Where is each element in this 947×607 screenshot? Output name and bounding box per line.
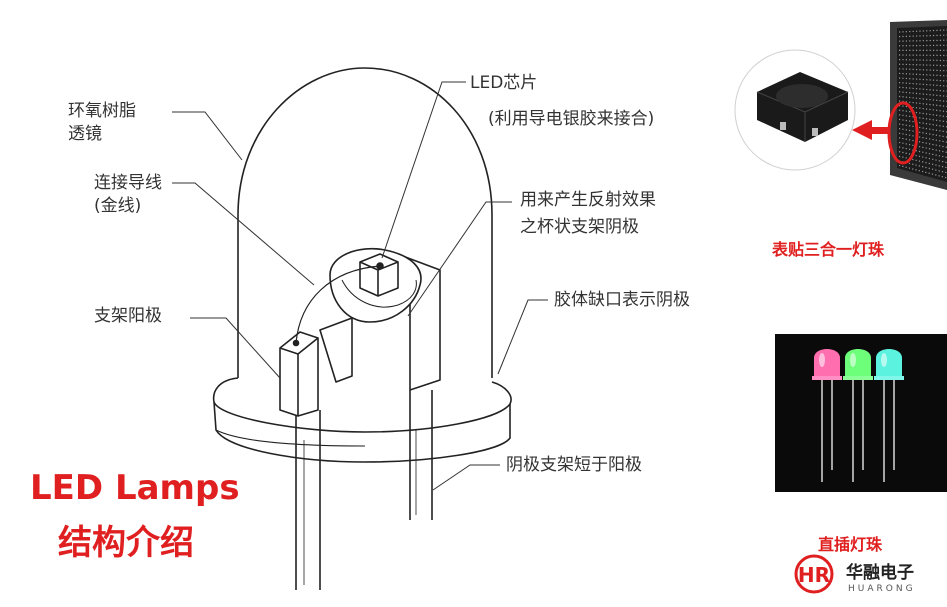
led-chip-line2: (利用导电银胶来接合) — [488, 109, 655, 129]
logo-mark-text: HR — [798, 563, 830, 587]
huarong-logo-mark: HR — [794, 554, 834, 594]
led-lamp-drawing — [212, 67, 512, 590]
leader-short — [432, 464, 500, 491]
title-line1: LED Lamps — [30, 468, 240, 508]
anode-post-label: 支架阳极 — [94, 306, 162, 326]
leader-chip — [381, 81, 466, 259]
bond-wire-label: 连接导线 (金线) — [94, 172, 162, 218]
flange-bottom — [213, 401, 511, 463]
reflector-cup-label: 用来产生反射效果 之杯状支架阴极 — [520, 189, 656, 239]
flat-notch-cathode-label: 胶体缺口表示阴极 — [554, 290, 690, 310]
anode-post-shape — [279, 331, 319, 417]
through-hole-bead-caption: 直插灯珠 — [818, 535, 883, 554]
title-line2: 结构介绍 — [58, 523, 194, 563]
bond-wire-line1: 连接导线 — [94, 173, 162, 193]
epoxy-lens-label: 环氧树脂 透镜 — [68, 100, 136, 146]
cathode-shorter-label: 阴极支架短于阳极 — [506, 455, 642, 475]
led-chip-label: LED芯片 — [470, 72, 537, 95]
reflector-cup-line2: 之杯状支架阴极 — [520, 216, 639, 237]
reflector-cup-line1: 用来产生反射效果 — [520, 190, 656, 210]
led-chip — [359, 253, 399, 297]
leader-cup — [407, 201, 512, 317]
led-matrix-panel — [890, 20, 947, 190]
leader-lines — [172, 81, 548, 491]
logo-name-cn: 华融电子 — [846, 563, 914, 583]
green-led — [845, 349, 871, 378]
smd-bead-photo — [734, 20, 947, 190]
flange-top — [212, 377, 512, 433]
leader-anode — [190, 317, 281, 379]
red-highlight-ring — [887, 101, 919, 165]
smd-bead-caption: 表贴三合一灯珠 — [772, 240, 885, 259]
pink-led — [814, 349, 840, 378]
logo-name-en: HUARONG — [848, 584, 916, 594]
leader-epoxy — [172, 111, 243, 161]
through-hole-bead-photo — [775, 334, 947, 492]
epoxy-lens-line1: 环氧树脂 — [68, 101, 136, 121]
epoxy-dome — [237, 67, 493, 378]
leader-notch — [497, 299, 548, 375]
cyan-led — [876, 349, 902, 378]
cathode-support — [319, 317, 353, 383]
epoxy-lens-line2: 透镜 — [68, 123, 102, 144]
flange-edge — [215, 429, 366, 447]
bond-wire-line2: (金线) — [94, 195, 142, 216]
leader-wire — [172, 182, 315, 286]
led-chip-line1: LED芯片 — [470, 73, 538, 93]
gold-wire — [295, 265, 381, 344]
red-arrow — [852, 120, 898, 140]
